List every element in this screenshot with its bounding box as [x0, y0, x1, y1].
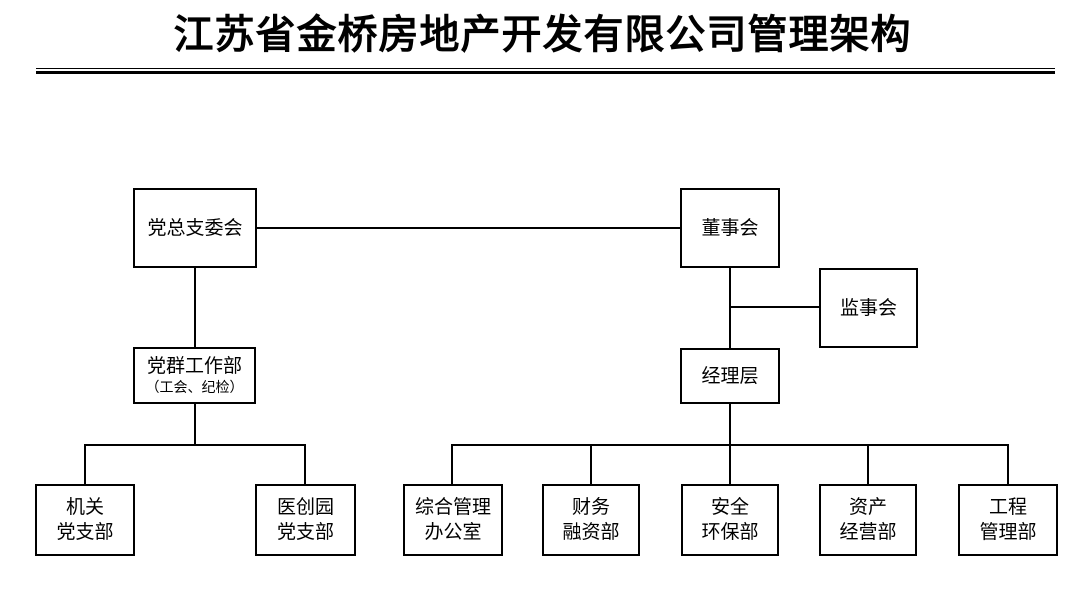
connector-board-supervisory — [730, 306, 819, 308]
org-box-party-work-sublabel: （工会、纪检） — [145, 380, 244, 396]
org-box-board-label: 董事会 — [701, 217, 759, 239]
org-box-safety-env-dept: 安全 环保部 — [681, 484, 779, 556]
connector-board-management — [729, 268, 731, 348]
org-box-engineering-dept-line1: 工程 — [988, 497, 1027, 518]
org-box-safety-env-dept-line2: 环保部 — [701, 522, 759, 543]
org-box-yichuangyuan-branch: 医创园 党支部 — [255, 484, 356, 556]
connector-stub-general-admin-office — [451, 444, 453, 484]
org-box-party-committee-label: 党总支委会 — [147, 217, 243, 239]
connector-stub-finance — [590, 444, 592, 484]
connector-stub-jiguan — [84, 444, 86, 484]
org-box-jiguan-branch-line1: 机关 — [65, 497, 104, 518]
connector-party-committee-board — [257, 227, 680, 229]
org-box-asset-mgmt-dept-line2: 经营部 — [839, 522, 897, 543]
title-rule-thick — [36, 71, 1055, 74]
org-box-board: 董事会 — [680, 188, 780, 268]
connector-stub-engineering — [1007, 444, 1009, 484]
connector-party-committee-party-work — [194, 268, 196, 347]
connector-party-branches-horizontal — [84, 444, 306, 446]
org-box-management-label: 经理层 — [701, 365, 759, 387]
org-box-engineering-dept-line2: 管理部 — [979, 522, 1037, 543]
org-box-jiguan-branch-line2: 党支部 — [56, 522, 114, 543]
org-box-yichuangyuan-branch-line1: 医创园 — [276, 497, 334, 518]
title-rule-thin — [36, 68, 1055, 69]
org-box-asset-mgmt-dept-line1: 资产 — [848, 497, 887, 518]
org-box-supervisory: 监事会 — [819, 268, 918, 348]
org-box-general-admin-office: 综合管理 办公室 — [403, 484, 503, 556]
org-box-party-work-label: 党群工作部 — [146, 355, 242, 377]
connector-stub-yichuangyuan — [304, 444, 306, 484]
org-box-safety-env-dept-line1: 安全 — [710, 497, 749, 518]
org-box-engineering-dept: 工程 管理部 — [958, 484, 1058, 556]
page-title: 江苏省金桥房地产开发有限公司管理架构 — [173, 12, 912, 57]
connector-stub-asset — [867, 444, 869, 484]
connector-party-work-down — [194, 403, 196, 446]
org-box-yichuangyuan-branch-line2: 党支部 — [276, 522, 334, 543]
org-box-general-admin-office-line2: 办公室 — [424, 522, 482, 543]
org-box-party-work: 党群工作部 （工会、纪检） — [133, 347, 256, 404]
org-box-asset-mgmt-dept: 资产 经营部 — [819, 484, 917, 556]
connector-departments-horizontal — [451, 444, 1009, 446]
org-box-party-committee: 党总支委会 — [133, 188, 257, 268]
org-box-finance-dept-line2: 融资部 — [562, 522, 620, 543]
org-box-jiguan-branch: 机关 党支部 — [35, 484, 135, 556]
org-box-finance-dept-line1: 财务 — [571, 497, 610, 518]
org-box-finance-dept: 财务 融资部 — [542, 484, 640, 556]
org-box-management: 经理层 — [680, 348, 780, 404]
org-box-general-admin-office-line1: 综合管理 — [414, 497, 491, 518]
org-box-supervisory-label: 监事会 — [839, 297, 897, 319]
